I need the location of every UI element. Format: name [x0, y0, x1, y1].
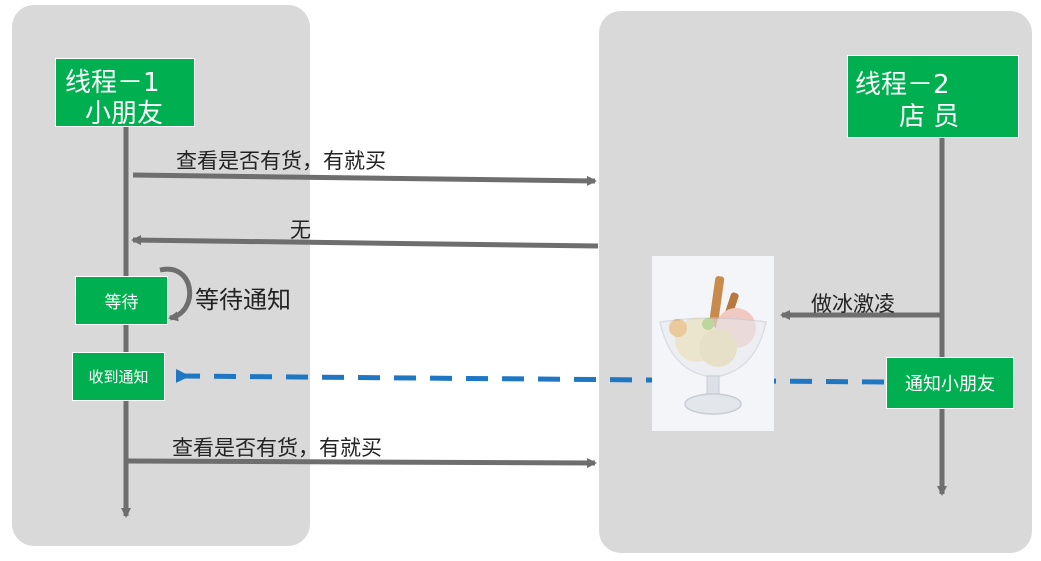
thread-1-header: 线程－1 小朋友 — [55, 58, 195, 129]
check-stock-arrow-1 — [132, 172, 597, 186]
wait-notify-label: 等待通知 — [195, 286, 291, 314]
thread-2-title: 线程－2 — [855, 70, 950, 100]
check-stock-arrow-2 — [127, 457, 597, 468]
thread-2-header: 线程－2 店 员 — [847, 55, 1019, 138]
notify-dashed-arrow — [175, 368, 885, 385]
check-stock-label-2: 查看是否有货，有就买 — [172, 436, 382, 460]
ice-cream-image — [652, 256, 774, 431]
notify-child-box: 通知小朋友 — [886, 357, 1014, 409]
thread-2-role: 店 员 — [899, 102, 960, 132]
none-label: 无 — [290, 218, 311, 242]
wait-loop-arrow — [159, 266, 193, 322]
none-reply-arrow — [131, 235, 599, 249]
notified-box: 收到通知 — [72, 352, 165, 401]
wait-box: 等待 — [75, 276, 168, 325]
thread-1-title: 线程－1 — [65, 68, 160, 98]
check-stock-label-1: 查看是否有货，有就买 — [176, 149, 386, 173]
make-ice-cream-label: 做冰激凌 — [811, 292, 895, 316]
thread-1-role: 小朋友 — [85, 99, 164, 129]
